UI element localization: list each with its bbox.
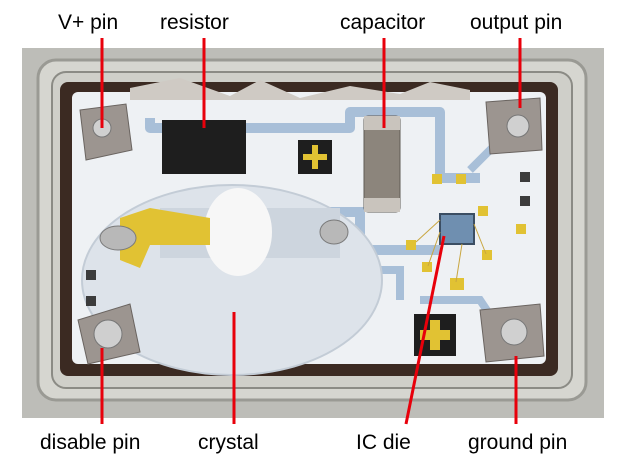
ic-die bbox=[439, 213, 475, 245]
capacitor-top-cap bbox=[364, 116, 400, 130]
disable-pin-head bbox=[93, 319, 123, 349]
label-output-pin: output pin bbox=[470, 11, 563, 34]
fiducial-top bbox=[298, 140, 332, 174]
label-resistor: resistor bbox=[160, 11, 229, 34]
capacitor-bottom-cap bbox=[364, 198, 400, 212]
crystal-blob bbox=[204, 188, 272, 276]
label-ground-pin: ground pin bbox=[468, 431, 568, 454]
ground-pin-head bbox=[500, 318, 528, 346]
capacitor-body bbox=[363, 115, 401, 213]
label-disable-pin: disable pin bbox=[40, 431, 141, 454]
leader-icdie bbox=[404, 235, 446, 425]
label-capacitor: capacitor bbox=[340, 11, 426, 34]
crystal-left-contact bbox=[99, 225, 137, 251]
resistor-body bbox=[162, 120, 246, 174]
label-crystal: crystal bbox=[198, 431, 259, 454]
gold-pads bbox=[406, 174, 526, 290]
crystal-gold-electrode bbox=[120, 208, 210, 268]
ic-bond-wires bbox=[415, 219, 487, 283]
output-pin-head bbox=[506, 114, 530, 138]
label-ic-die: IC die bbox=[356, 431, 411, 454]
leader-lines bbox=[100, 38, 522, 425]
dark-pads bbox=[86, 172, 530, 306]
label-vplus-pin: V+ pin bbox=[58, 11, 119, 34]
crystal-right-contact bbox=[319, 219, 349, 245]
